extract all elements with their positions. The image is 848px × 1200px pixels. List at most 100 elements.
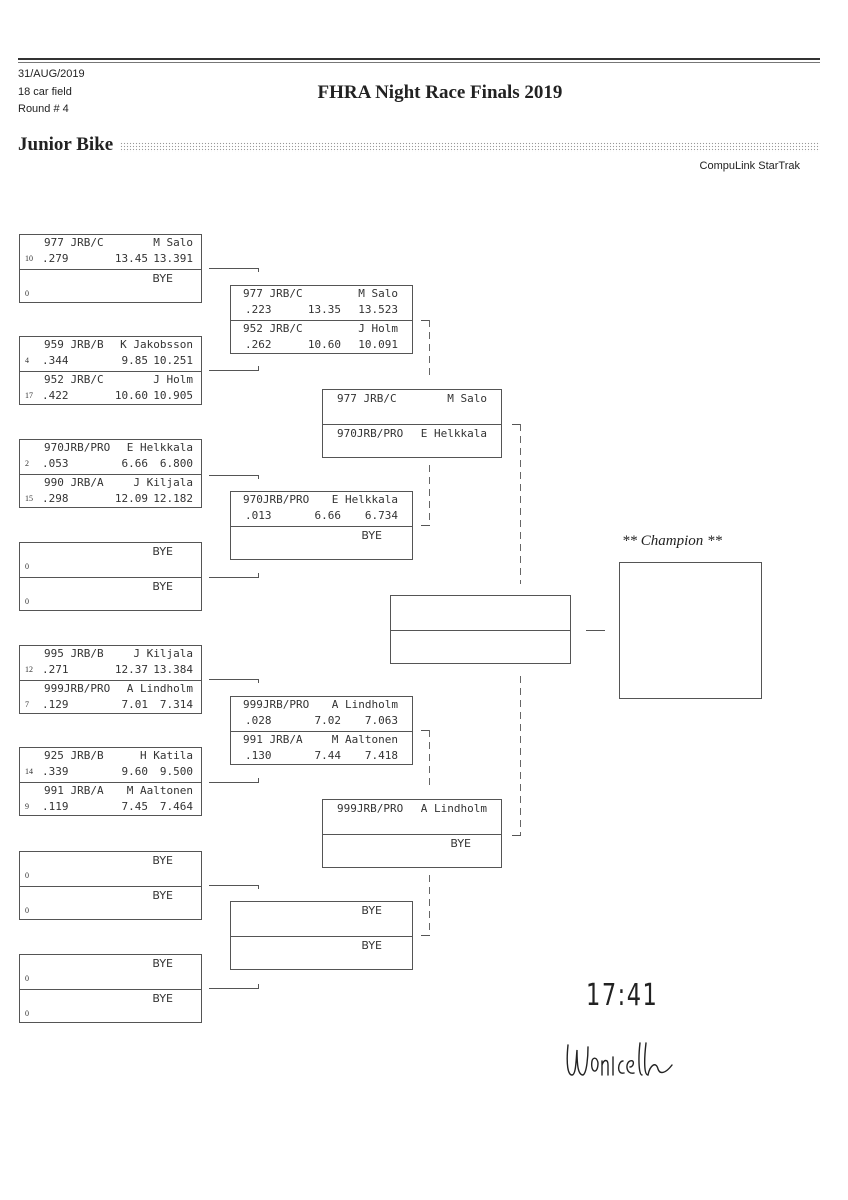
dial-in: 13.384 xyxy=(153,663,193,676)
qualifying-seed: 0 xyxy=(25,289,29,298)
driver-name: M Aaltonen xyxy=(331,733,398,746)
car-number: 977 JRB/C xyxy=(44,236,104,249)
driver-name: A Lindholm xyxy=(126,682,193,695)
connector-line xyxy=(209,268,259,269)
connector-line xyxy=(512,424,521,425)
car-number: 999JRB/PRO xyxy=(337,802,404,815)
dial-in: 13.391 xyxy=(153,252,193,265)
car-number: 991 JRB/A xyxy=(243,733,303,746)
reaction-time: .129 xyxy=(42,698,69,711)
connector-tick xyxy=(258,573,259,577)
elapsed-time: 7.45 xyxy=(121,800,149,813)
header-rule xyxy=(18,58,820,60)
reaction-time: .013 xyxy=(245,509,272,522)
qualifying-seed: 0 xyxy=(25,906,29,915)
class-title: Junior Bike xyxy=(18,134,114,155)
driver-name: E Helkkala xyxy=(420,427,487,440)
reaction-time: .053 xyxy=(42,457,69,470)
dial-in: 9.500 xyxy=(159,765,193,778)
driver-name: E Helkkala xyxy=(331,493,398,506)
champion-box xyxy=(619,562,762,699)
qualifying-seed: 7 xyxy=(25,700,29,709)
driver-name: M Salo xyxy=(153,236,193,249)
reaction-time: .130 xyxy=(245,749,272,762)
reaction-time: .271 xyxy=(42,663,69,676)
driver-name: E Helkkala xyxy=(126,441,193,454)
driver-name: J Kiljala xyxy=(133,476,193,489)
bye-label: BYE xyxy=(152,957,173,970)
qualifying-seed: 12 xyxy=(25,665,33,674)
qualifying-seed: 2 xyxy=(25,459,29,468)
connector-dash xyxy=(429,320,430,380)
system-brand: CompuLink StarTrak xyxy=(699,160,800,172)
car-number: 990 JRB/A xyxy=(44,476,104,489)
connector-line xyxy=(209,679,259,680)
round-number: Round # 4 xyxy=(18,103,69,115)
car-number: 925 JRB/B xyxy=(44,749,104,762)
bye-label: BYE xyxy=(152,580,173,593)
qualifying-seed: 0 xyxy=(25,597,29,606)
qualifying-seed: 15 xyxy=(25,494,33,503)
dotted-leader xyxy=(120,142,820,152)
reaction-time: .262 xyxy=(245,338,272,351)
connector-line xyxy=(512,835,521,836)
field-size: 18 car field xyxy=(18,86,72,98)
car-number: 970JRB/PRO xyxy=(337,427,404,440)
car-number: 999JRB/PRO xyxy=(243,698,310,711)
elapsed-time: 6.66 xyxy=(314,509,342,522)
driver-name: H Katila xyxy=(140,749,193,762)
qualifying-seed: 0 xyxy=(25,871,29,880)
car-number: 959 JRB/B xyxy=(44,338,104,351)
bye-label: BYE xyxy=(361,904,382,917)
connector-tick xyxy=(258,778,259,782)
driver-name: M Salo xyxy=(358,287,398,300)
driver-name: M Aaltonen xyxy=(126,784,193,797)
dial-in: 13.523 xyxy=(358,303,398,316)
final-divider xyxy=(391,630,570,631)
connector-dash xyxy=(520,424,521,584)
event-title: FHRA Night Race Finals 2019 xyxy=(317,82,563,103)
reaction-time: .223 xyxy=(245,303,272,316)
qualifying-seed: 17 xyxy=(25,391,33,400)
elapsed-time: 10.60 xyxy=(307,338,341,351)
elapsed-time: 9.60 xyxy=(121,765,149,778)
connector-line xyxy=(421,730,430,731)
connector-line xyxy=(209,885,259,886)
dial-in: 10.091 xyxy=(358,338,398,351)
connector-dash xyxy=(520,676,521,836)
lane-bot: BYE xyxy=(231,936,412,971)
connector-dash xyxy=(429,875,430,935)
driver-name: J Kiljala xyxy=(133,647,193,660)
bye-label: BYE xyxy=(152,545,173,558)
race-date: 31/AUG/2019 xyxy=(18,68,85,80)
bye-label: BYE xyxy=(152,854,173,867)
qualifying-seed: 10 xyxy=(25,254,33,263)
connector-tick xyxy=(258,475,259,479)
dial-in: 10.905 xyxy=(153,389,193,402)
car-number: 977 JRB/C xyxy=(243,287,303,300)
dial-in: 7.314 xyxy=(159,698,193,711)
qualifying-seed: 4 xyxy=(25,356,29,365)
connector-dash xyxy=(429,730,430,790)
final-matchup-box xyxy=(390,595,571,664)
final-connector xyxy=(586,630,605,631)
champion-label: ** Champion ** xyxy=(622,533,723,549)
qualifying-seed: 14 xyxy=(25,767,33,776)
driver-name: J Holm xyxy=(153,373,193,386)
